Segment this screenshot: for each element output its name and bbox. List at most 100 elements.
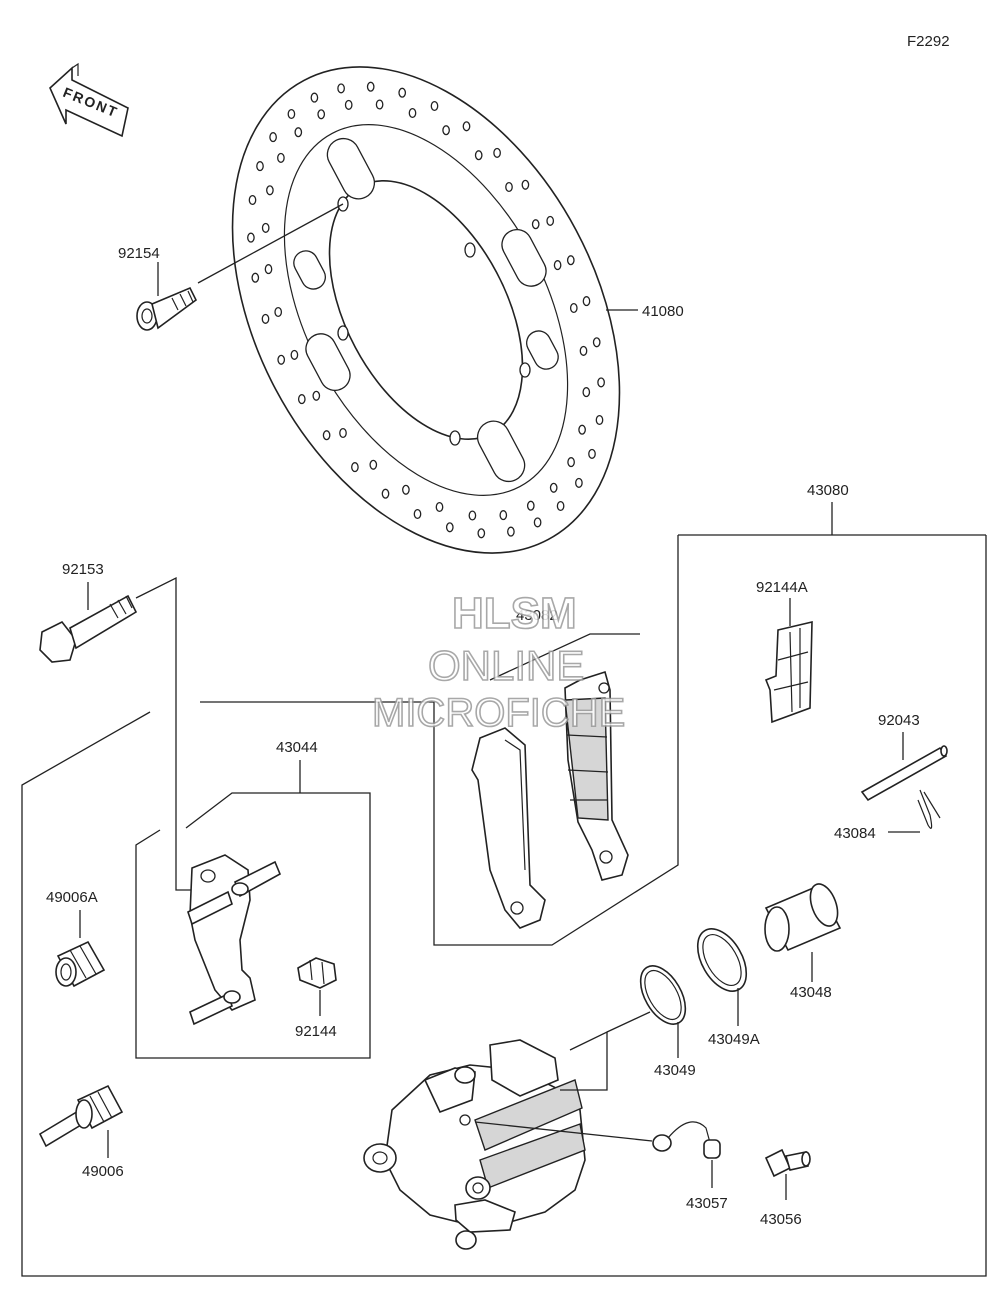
disc-vent-hole (312, 390, 321, 401)
caliper-bracket (187, 854, 282, 1026)
bracket-bolt (39, 594, 138, 663)
disc-vent-hole (462, 121, 471, 132)
disc-vent-hole (274, 306, 283, 318)
label-92144A: 92144A (756, 579, 808, 596)
disc-vent-hole (269, 132, 277, 143)
disc-vent-hole (294, 127, 303, 138)
disc-vent-hole (317, 109, 326, 120)
label-49006: 49006 (82, 1163, 124, 1180)
disc-vent-hole (251, 272, 260, 283)
front-arrow-icon: FRONT (49, 62, 129, 138)
disc-vent-hole (588, 448, 596, 459)
disc-vent-hole (261, 313, 270, 324)
label-92154: 92154 (118, 245, 160, 262)
disc-vent-hole (567, 457, 575, 468)
leader-92153-bracket (135, 576, 177, 702)
label-43057: 43057 (686, 1195, 728, 1212)
disc-vent-holes (247, 81, 605, 539)
box-43044 (135, 792, 371, 1059)
disc-vent-hole (310, 92, 319, 103)
figure-code: F2292 (907, 33, 950, 50)
disc-vent-hole (595, 414, 604, 426)
disc-vent-hole (277, 354, 286, 365)
pad-spring (764, 620, 813, 724)
bracket-clip (297, 957, 337, 989)
disc-vent-hole (381, 488, 390, 499)
caliper-body (363, 1039, 586, 1250)
leader-92154-line (197, 203, 344, 284)
disc-vent-hole (553, 260, 562, 271)
disc-vent-hole (597, 377, 605, 388)
label-43048: 43048 (790, 984, 832, 1001)
disc-vent-hole (266, 185, 274, 196)
piston-seal (639, 965, 687, 1025)
disc-vent-hole (287, 108, 296, 120)
watermark-line2: ONLINE (428, 642, 584, 689)
bleeder-cap (652, 1121, 721, 1159)
disc-vent-hole (264, 264, 273, 275)
disc-vent-hole (297, 394, 306, 405)
label-43049A: 43049A (708, 1031, 760, 1048)
disc-vent-hole (468, 510, 477, 521)
disc-vent-hole (351, 462, 359, 473)
disc-vent-hole (398, 87, 407, 98)
brake-pad-right (564, 670, 629, 881)
disc-vent-hole (549, 482, 558, 493)
disc-vent-hole (261, 222, 270, 233)
label-43084: 43084 (834, 825, 876, 842)
watermark-line1: HLSM (452, 589, 577, 638)
disc-vent-hole (569, 302, 578, 314)
dust-boot (55, 940, 106, 988)
disc-vent-hole (505, 181, 513, 193)
disc-vent-hole (402, 484, 410, 495)
label-43080: 43080 (807, 482, 849, 499)
disc-vent-hole (445, 522, 454, 533)
caliper-piston (764, 883, 842, 952)
label-43082: 43082 (516, 607, 558, 624)
disc-bolt (136, 286, 198, 331)
pad-pin (860, 745, 948, 802)
disc-vent-hole (474, 150, 483, 161)
label-43056: 43056 (760, 1211, 802, 1228)
label-92144: 92144 (295, 1023, 337, 1040)
label-43044: 43044 (276, 739, 318, 756)
label-43049: 43049 (654, 1062, 696, 1079)
disc-vent-hole (248, 194, 257, 206)
leader-bracket-link (175, 702, 200, 891)
box-43082-top (489, 633, 640, 681)
caliper-slide-pin (38, 1084, 124, 1148)
label-41080: 41080 (642, 303, 684, 320)
leader-seal-group (560, 1030, 608, 1091)
disc-vent-hole (339, 427, 347, 439)
disc-vent-hole (526, 500, 535, 511)
disc-vent-hole (442, 125, 450, 136)
disc-vent-hole (578, 424, 586, 435)
disc-vent-hole (533, 517, 542, 528)
disc-vent-hole (369, 459, 378, 470)
label-49006A: 49006A (46, 889, 98, 906)
leader-bleeder-link (474, 1121, 653, 1142)
disc-vent-hole (337, 83, 345, 94)
disc-vent-hole (344, 99, 353, 110)
dust-seal (696, 928, 748, 992)
disc-vent-hole (493, 147, 501, 158)
disc-vent-hole (579, 345, 588, 356)
disc-vent-hole (366, 81, 375, 92)
disc-vent-hole (507, 526, 515, 537)
disc-vent-hole (375, 99, 384, 110)
disc-vent-hole (322, 430, 331, 441)
brake-pad-left (471, 727, 546, 929)
disc-vent-hole (546, 215, 555, 226)
disc-vent-hole (499, 510, 508, 521)
disc-vent-hole (575, 477, 583, 488)
disc-vent-hole (256, 161, 264, 172)
disc-vent-hole (582, 387, 591, 398)
disc-vent-hole (290, 349, 299, 360)
disc-vent-hole (582, 296, 591, 307)
box-43080-outline (200, 535, 679, 946)
watermark-line3: MICROFICHE (372, 691, 625, 735)
box-outer (21, 535, 987, 1277)
disc-vent-hole (592, 337, 601, 348)
disc-vent-hole (408, 107, 417, 119)
